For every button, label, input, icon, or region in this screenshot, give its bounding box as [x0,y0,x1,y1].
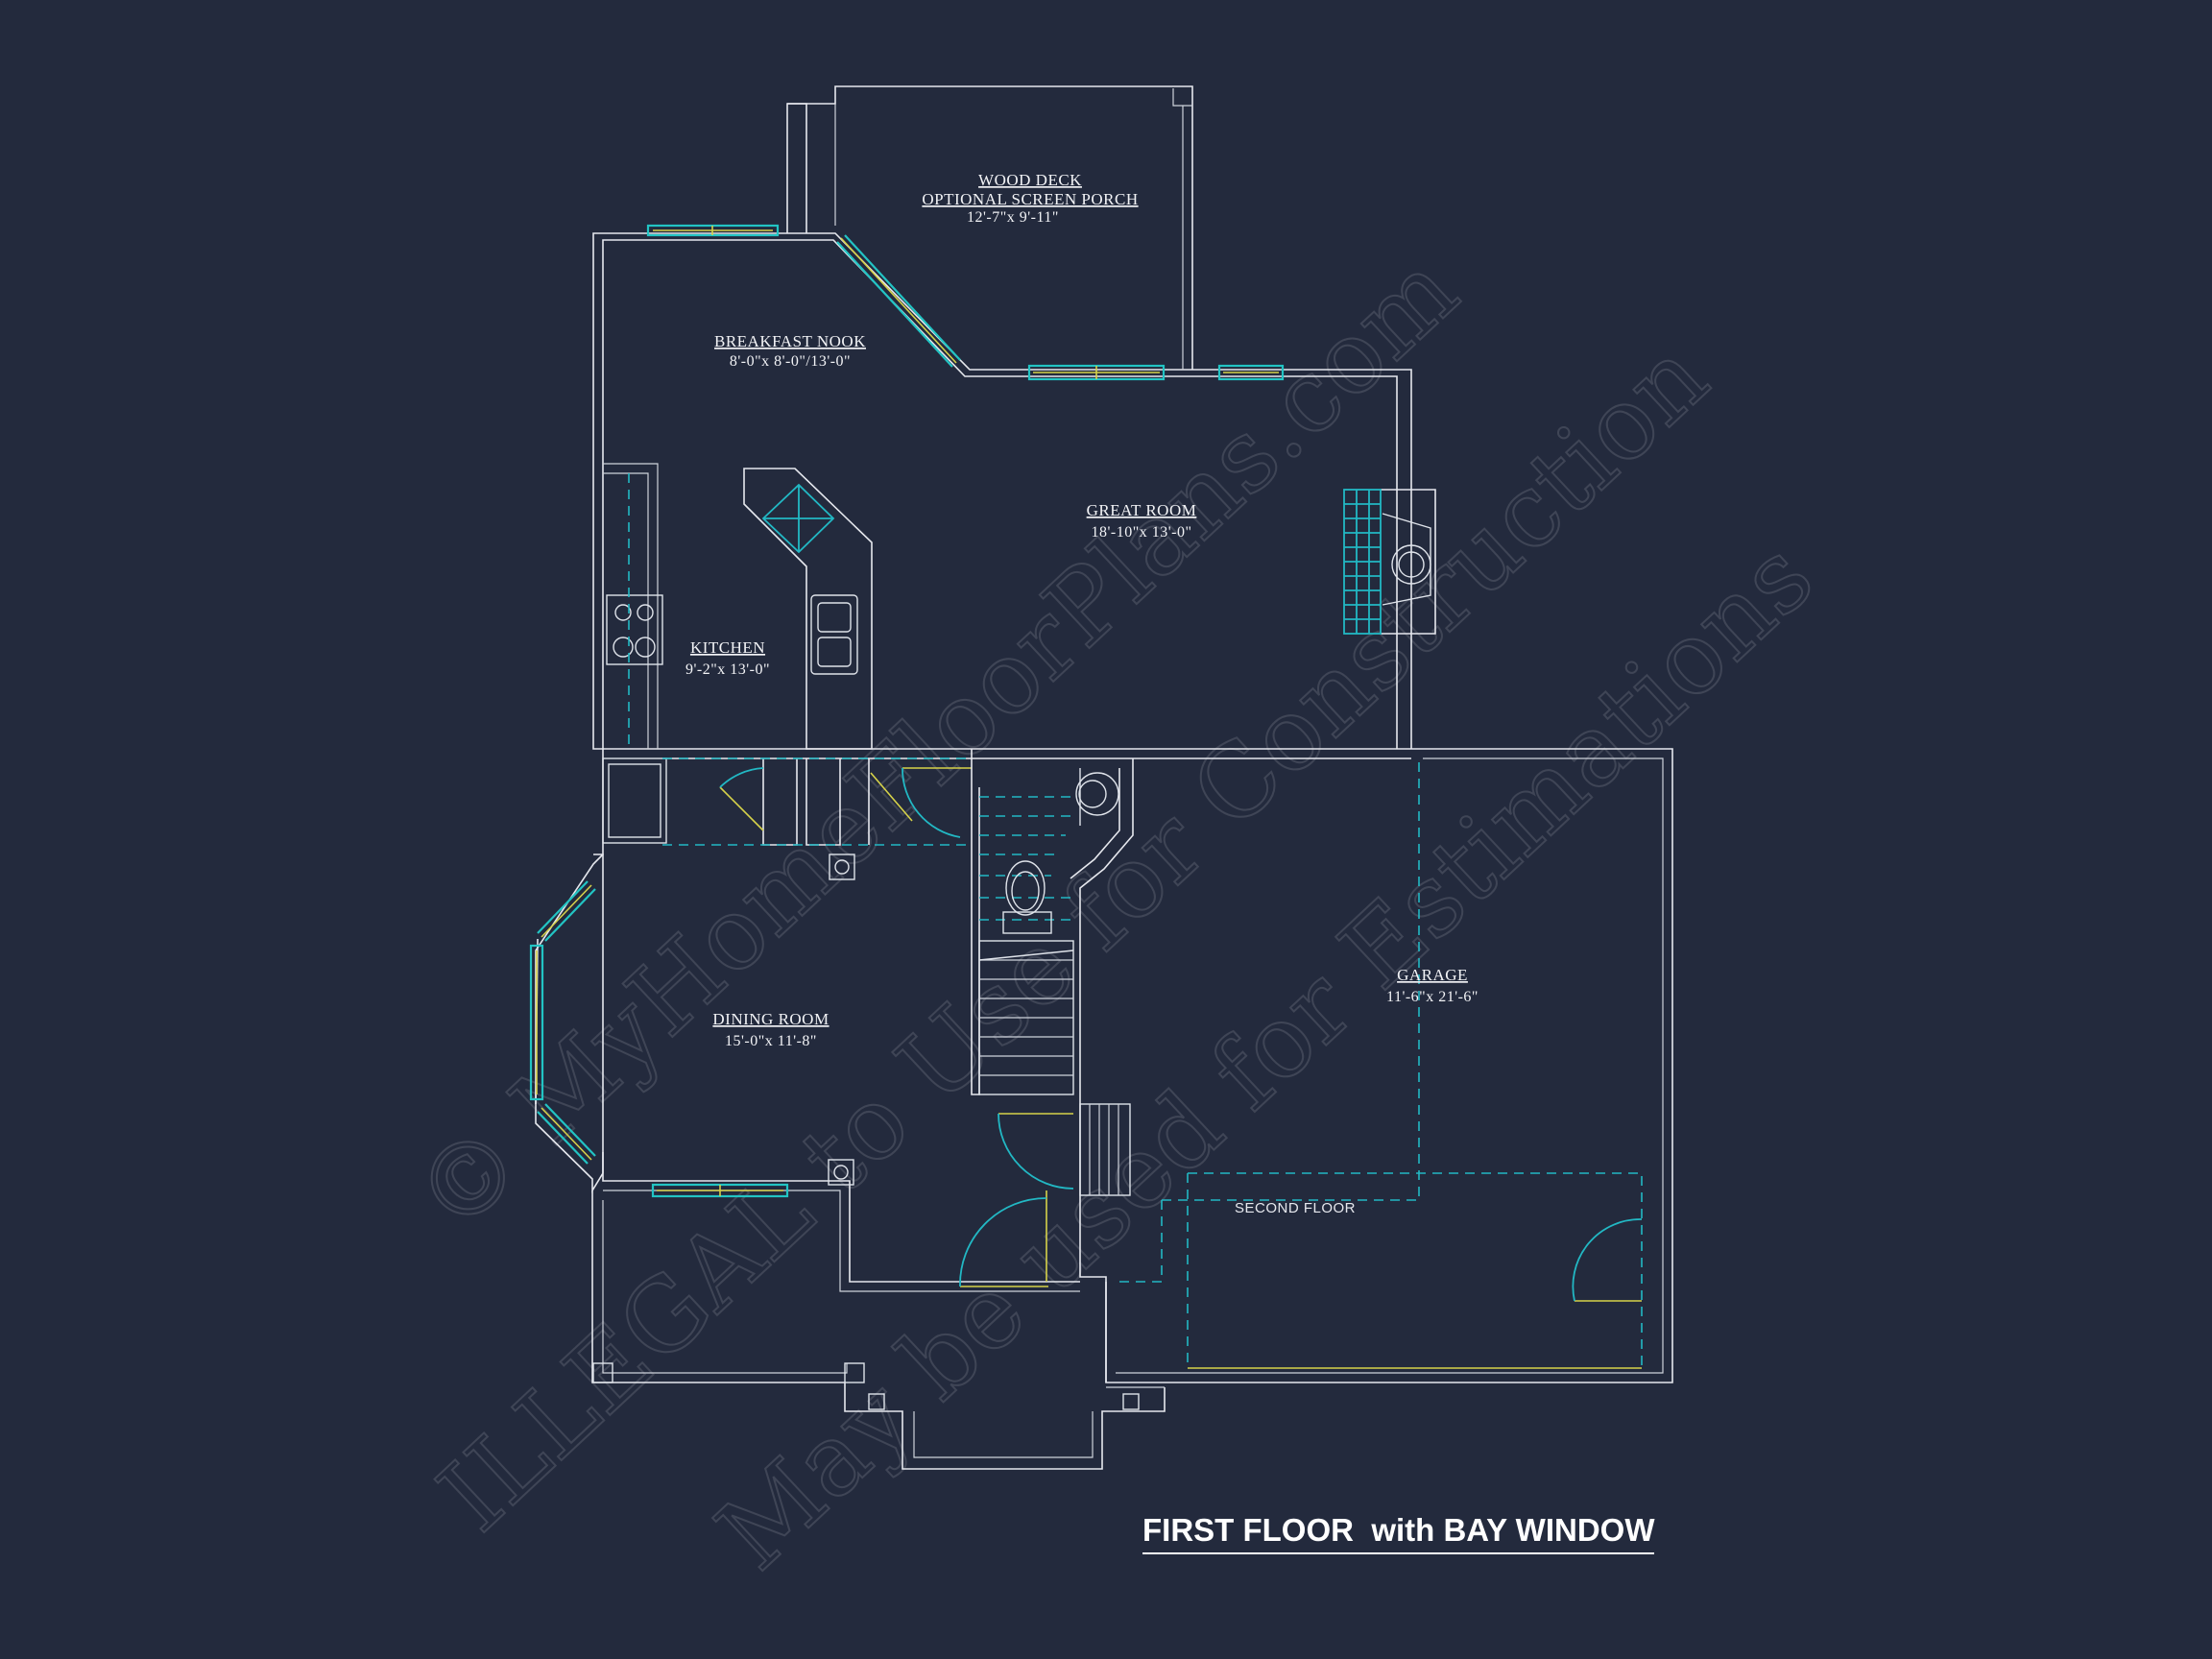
window-bay-center [529,944,544,1101]
great-room-dims: 18'-10"x 13'-0" [1092,524,1192,541]
deck-name-1: WOOD DECK [978,171,1082,189]
window-bay-upper [537,880,596,942]
watermark: © MyHomeFloorPlans.com ILLEGAL to Use fo… [392,230,1836,1593]
drawing-title: FIRST FLOOR with BAY WINDOW [1142,1512,1655,1554]
second-floor-note: SECOND FLOOR [1235,1200,1356,1216]
window-nook-diagonal [836,234,961,368]
nook-name: BREAKFAST NOOK [714,332,866,350]
kitchen-dims: 9'-2"x 13'-0" [685,661,770,678]
window-great-2 [1217,364,1285,381]
deck-dims: 12'-7"x 9'-11" [967,209,1059,226]
deck-outline-2 [787,85,1193,370]
garage-dims: 11'-6"x 21'-6" [1386,989,1479,1005]
kitchen-name: KITCHEN [690,638,765,657]
north-west-wall-inner [602,239,1398,749]
garage-name: GARAGE [1397,966,1468,984]
room-labels: WOOD DECK OPTIONAL SCREEN PORCH 12'-7"x … [685,171,1479,1216]
garage-wall-inner [1116,757,1664,1374]
hearth [1343,489,1382,635]
window-bay-lower [537,1103,596,1165]
fireplace-wall [1381,489,1436,635]
deck-name-2: OPTIONAL SCREEN PORCH [922,190,1138,208]
great-room-name: GREAT ROOM [1087,501,1197,519]
dining-room-dims: 15'-0"x 11'-8" [725,1033,817,1049]
windows [529,224,1285,1198]
dining-room-name: DINING ROOM [712,1010,829,1028]
nook-dims: 8'-0"x 8'-0"/13'-0" [730,353,851,370]
deck-outline [786,103,807,233]
